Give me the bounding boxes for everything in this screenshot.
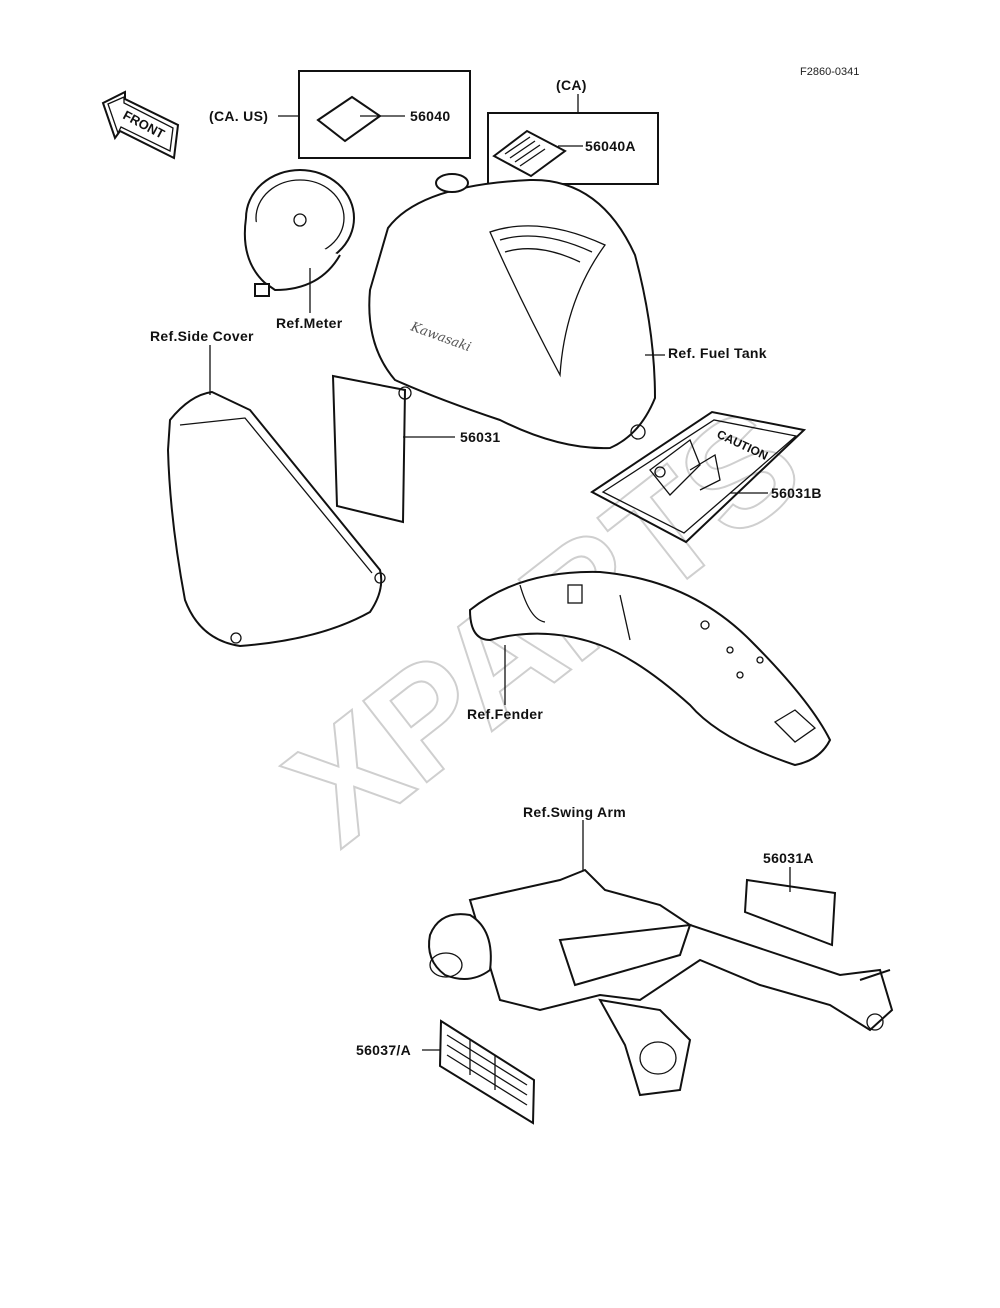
part-56040: 56040 <box>410 108 450 124</box>
decal-56031a: 56031A <box>743 850 837 947</box>
region-ca: (CA) <box>556 77 587 93</box>
fender-drawing: Ref.Fender <box>467 570 832 767</box>
label-side-cover: Ref.Side Cover <box>150 328 254 344</box>
label-swing-arm: Ref.Swing Arm <box>523 804 626 820</box>
label-56031: 56031 <box>460 429 500 445</box>
label-fender: Ref.Fender <box>467 706 543 722</box>
part-56040a: 56040A <box>585 138 636 154</box>
decal-56031: 56031 <box>331 374 500 524</box>
front-arrow-icon: FRONT <box>101 90 180 160</box>
label-56031b: 56031B <box>771 485 822 501</box>
fuel-tank-drawing: Kawasaki Ref. Fuel Tank <box>368 173 767 450</box>
swing-arm-drawing: Ref.Swing Arm <box>428 804 894 1097</box>
label-56037a: 56037/A <box>356 1042 411 1058</box>
diagram-code: F2860-0341 <box>800 66 859 78</box>
decal-56037a: 56037/A <box>356 1019 536 1125</box>
label-box-ca-us: (CA. US) 56040 <box>209 70 471 159</box>
side-cover-drawing: Ref.Side Cover <box>150 328 386 648</box>
label-fuel-tank: Ref. Fuel Tank <box>668 345 767 361</box>
label-meter: Ref.Meter <box>276 315 343 331</box>
region-ca-us: (CA. US) <box>209 108 268 124</box>
label-56031a: 56031A <box>763 850 814 866</box>
meter-drawing: Ref.Meter <box>243 169 355 331</box>
label-box-ca: (CA) 56040A <box>487 77 659 185</box>
